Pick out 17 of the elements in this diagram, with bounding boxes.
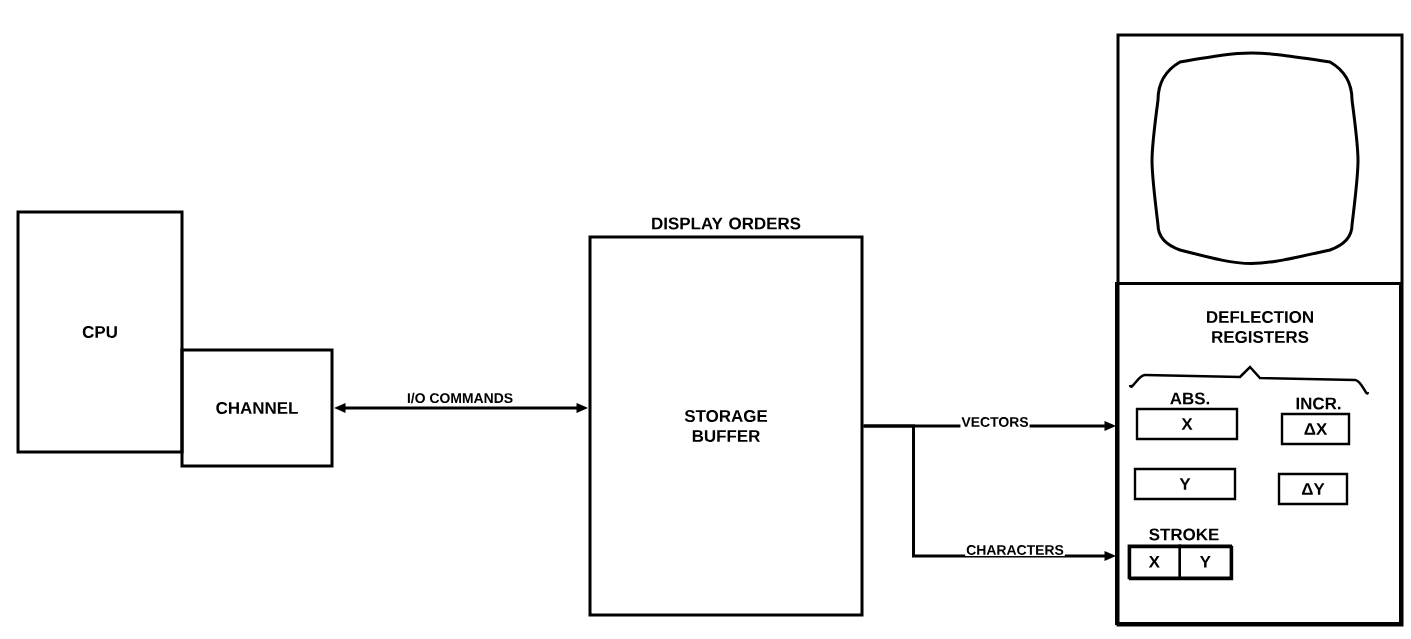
- register-box: Y: [1133, 467, 1237, 501]
- register-box: ABS. X: [1135, 392, 1239, 441]
- edge-label: VECTORS: [960, 416, 1030, 428]
- cpu-box: CPU: [16, 210, 184, 454]
- node-label: DISPLAY ORDERS: [652, 217, 801, 230]
- register-cell: X: [1127, 544, 1181, 579]
- node-label: INCR.: [1296, 397, 1341, 410]
- channel-box: CHANNEL: [180, 348, 334, 468]
- storage-buffer-box: DISPLAY ORDERS STORAGE BUFFER: [588, 217, 864, 617]
- edge-label: CHARACTERS: [965, 544, 1065, 556]
- node-label: STROKE: [1149, 528, 1219, 541]
- node-label: ABS.: [1170, 392, 1210, 405]
- display-console-box: [1116, 33, 1404, 627]
- register-box: ΔY: [1277, 472, 1349, 506]
- edge-label: I/O COMMANDS: [405, 391, 515, 405]
- register-cell: Y: [1178, 544, 1232, 579]
- register-box: INCR. ΔX: [1280, 397, 1351, 446]
